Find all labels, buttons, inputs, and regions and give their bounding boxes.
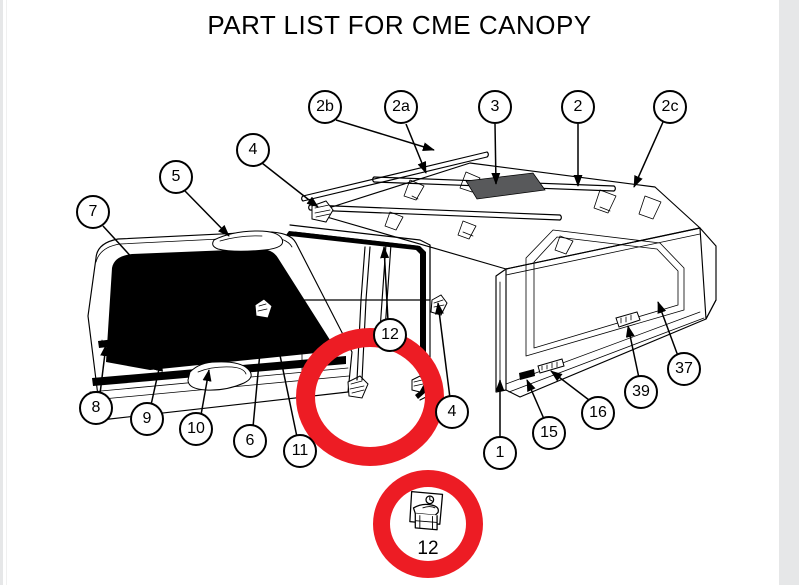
callout-1: 1 [483, 436, 517, 470]
callout-9: 9 [130, 402, 164, 436]
callout-7: 7 [76, 195, 110, 229]
callout-6: 6 [233, 424, 267, 458]
callout-12-body: 12 [373, 318, 407, 352]
page-edge-left-inner [6, 0, 7, 585]
leader-lines [99, 119, 679, 439]
page-title: PART LIST FOR CME CANOPY [207, 10, 592, 40]
latch-clamp-icon [409, 490, 444, 531]
page-edge-left [0, 0, 3, 585]
callout-10: 10 [179, 412, 213, 446]
roof-panel-shade [465, 172, 546, 200]
callout-2a: 2a [384, 90, 418, 124]
callout-39: 39 [624, 375, 658, 409]
callout-16: 16 [581, 396, 615, 430]
callout-37: 37 [667, 352, 701, 386]
page-edge-right [779, 0, 799, 585]
callout-2b: 2b [308, 90, 342, 124]
callout-3: 3 [478, 90, 512, 124]
callout-8: 8 [79, 391, 113, 425]
callout-4-top: 4 [236, 133, 270, 167]
callout-5: 5 [159, 160, 193, 194]
callout-2c: 2c [653, 90, 687, 124]
callout-4-side: 4 [435, 395, 469, 429]
callout-15: 15 [532, 416, 566, 450]
highlight-ring-latch [296, 328, 444, 466]
rear-door [87, 230, 353, 421]
canopy-body [312, 162, 717, 398]
inset-part-12-detail: 12 [395, 488, 461, 560]
body-fittings [519, 311, 641, 380]
inset-part-12-label: 12 [417, 538, 439, 559]
callout-2: 2 [561, 90, 595, 124]
callout-11: 11 [283, 434, 317, 468]
